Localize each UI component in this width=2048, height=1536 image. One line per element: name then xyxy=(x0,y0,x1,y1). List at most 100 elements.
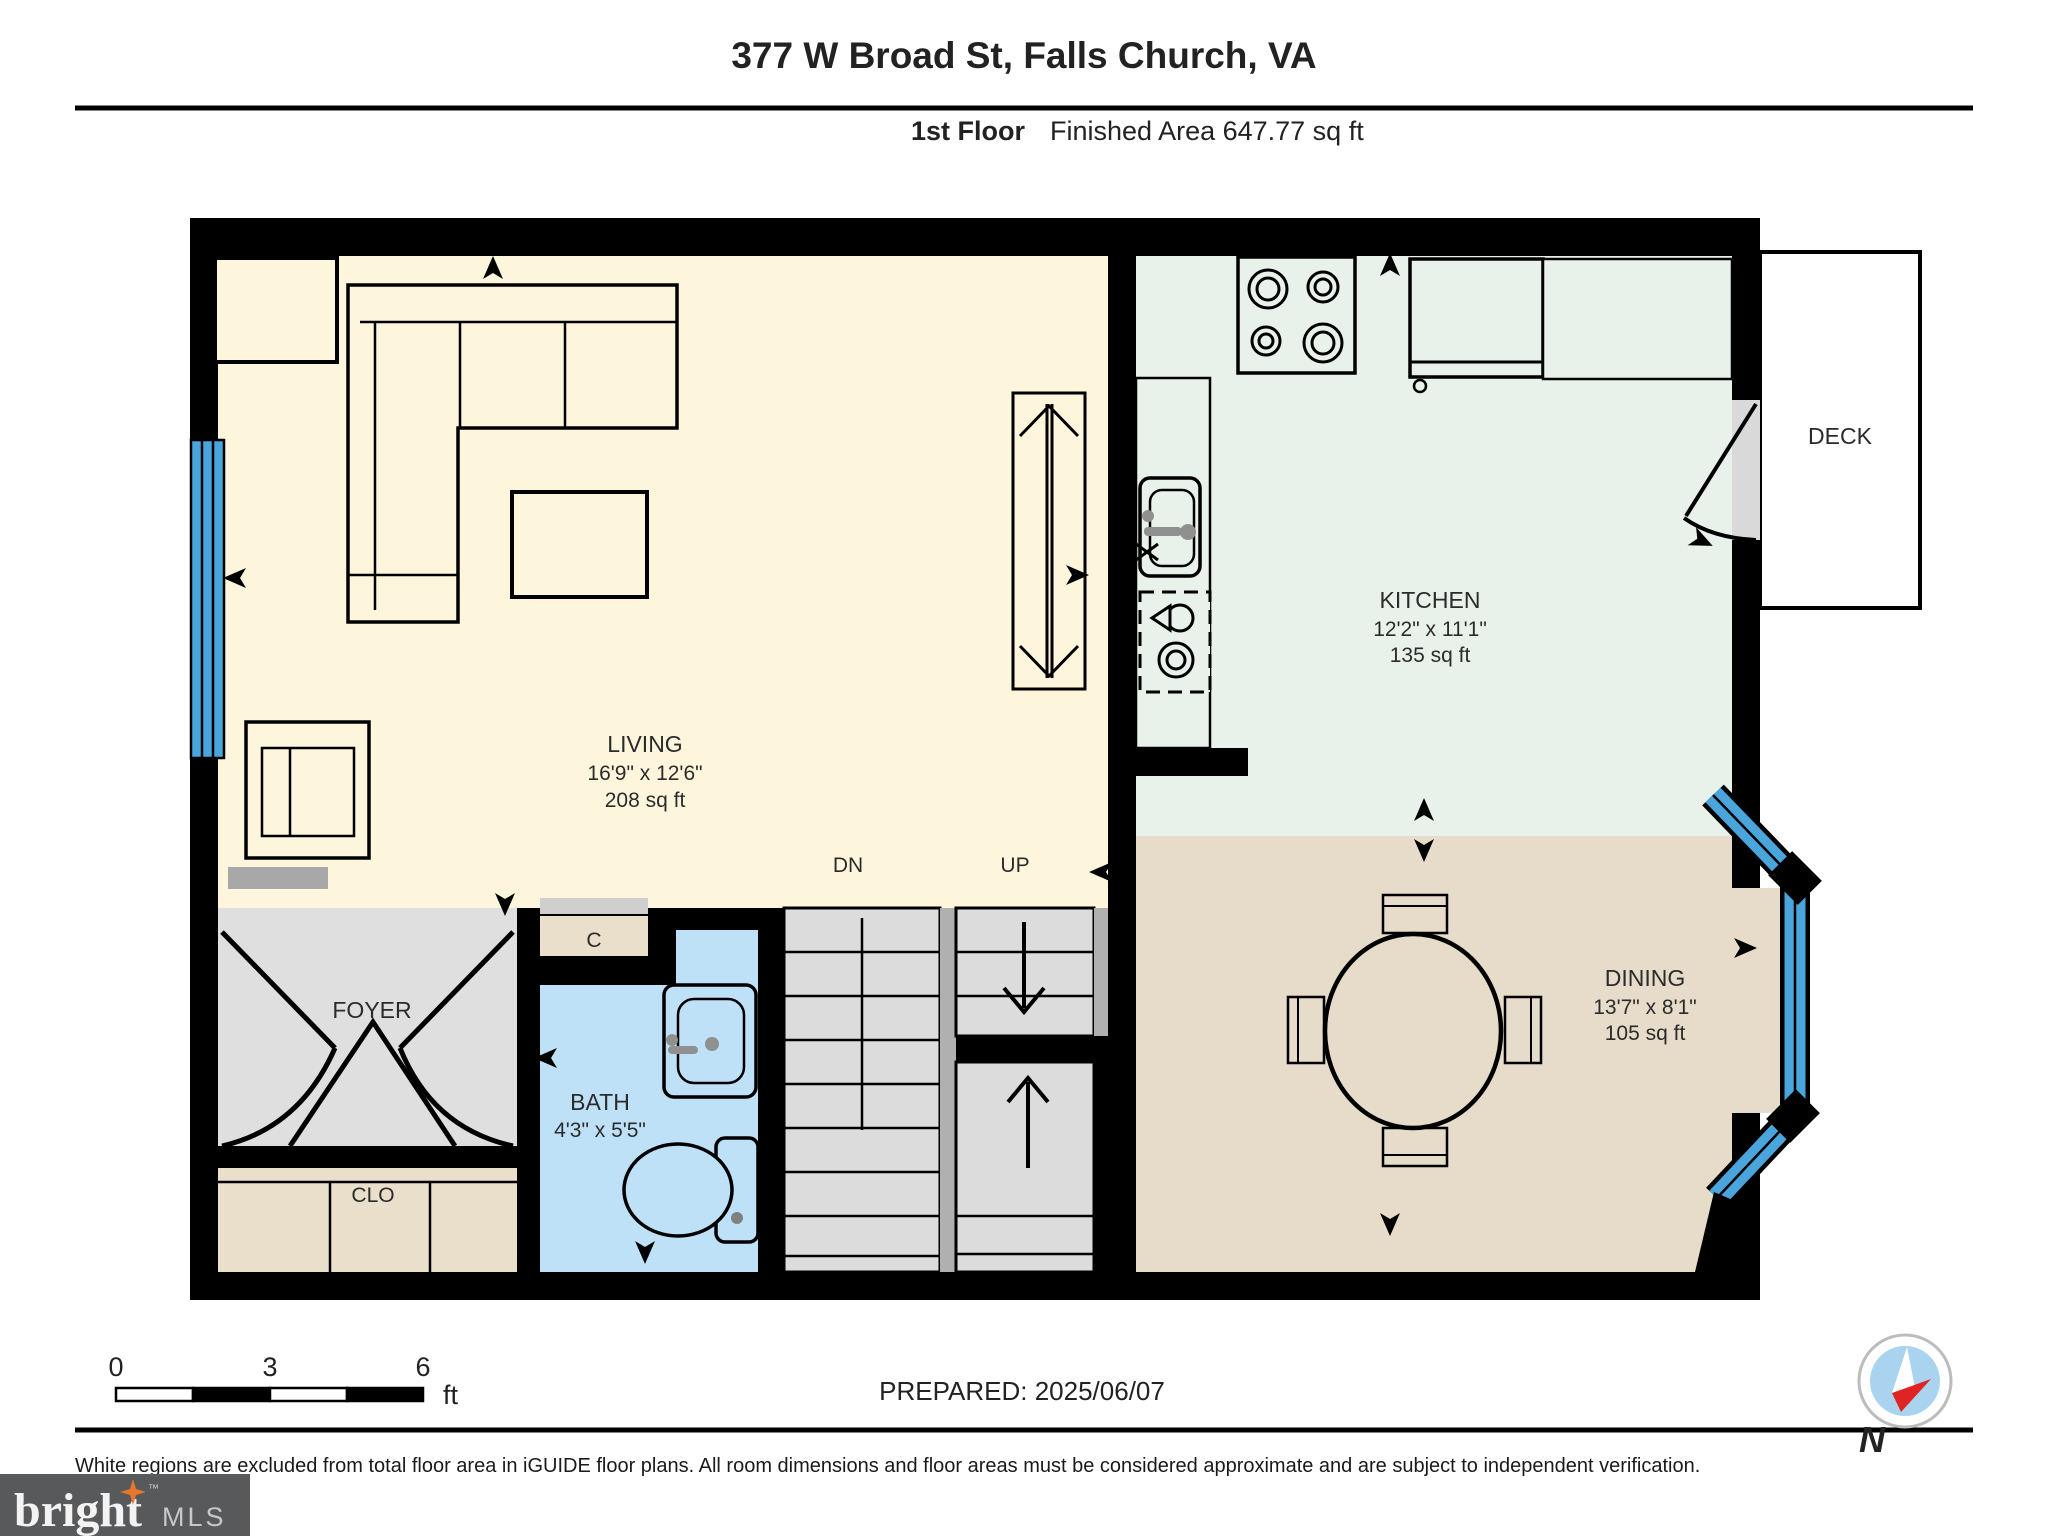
marker-arrow xyxy=(1414,839,1434,862)
room-labels: LIVING 16'9" x 12'6" 208 sq ft KITCHEN 1… xyxy=(332,587,1696,1207)
burner xyxy=(1255,276,1281,302)
burner xyxy=(1302,322,1344,364)
clo-dividers xyxy=(218,1180,517,1272)
stairs-edge-strip xyxy=(1094,908,1108,1036)
faucet-bar xyxy=(1144,527,1182,536)
scale-tick-6: 6 xyxy=(415,1352,430,1382)
clo-name: CLO xyxy=(351,1184,394,1207)
scale-tick-3: 3 xyxy=(262,1352,277,1382)
logo-trademark: ™ xyxy=(148,1483,159,1495)
armchair xyxy=(244,720,371,860)
marker-arrow xyxy=(1380,1213,1400,1236)
toilet-bowl xyxy=(622,1142,734,1238)
dining-bay-extension xyxy=(1732,888,1784,1113)
marker-arrow xyxy=(495,893,515,916)
floor-label: 1st Floor xyxy=(911,116,1026,146)
burner xyxy=(1250,325,1282,357)
scale-unit: ft xyxy=(443,1380,459,1410)
marker-arrow xyxy=(483,256,503,279)
marker-arrow xyxy=(534,1048,557,1068)
burner xyxy=(1313,277,1333,297)
marker-arrow xyxy=(1089,862,1112,882)
stairs-mid-wall xyxy=(956,1036,1108,1062)
scale-tick-0: 0 xyxy=(108,1352,123,1382)
console-shelf xyxy=(228,867,328,889)
drain xyxy=(1180,524,1196,540)
living-dims: 16'9" x 12'6" xyxy=(587,762,702,785)
faucet-knob xyxy=(1142,510,1154,522)
closet-c-name: C xyxy=(586,929,601,952)
deck-label: DECK xyxy=(1808,423,1873,449)
deck-outline xyxy=(1758,250,1922,610)
room-bath-floor-arm xyxy=(676,930,758,988)
chair xyxy=(1381,893,1449,935)
marker-arrow xyxy=(1066,565,1089,585)
disclaimer-text: White regions are excluded from total fl… xyxy=(75,1455,1700,1477)
page-title: 377 W Broad St, Falls Church, VA xyxy=(731,35,1316,76)
dining-table xyxy=(1322,931,1504,1131)
stairs-up-arrow xyxy=(1006,1074,1050,1168)
room-closet-c-floor xyxy=(540,916,648,956)
stairs-dn-label: DN xyxy=(833,854,863,877)
logo-mls-text: MLS xyxy=(162,1502,227,1532)
faucet xyxy=(666,1034,678,1046)
tv-cabinet xyxy=(213,256,339,364)
room-clo-floor xyxy=(218,1168,517,1272)
marker-arrow xyxy=(1380,253,1400,276)
window-living-left xyxy=(189,438,226,760)
bath-dims: 4'3" x 5'5" xyxy=(554,1119,646,1142)
coffee-table xyxy=(510,490,649,599)
burner xyxy=(1247,268,1289,310)
compass-icon xyxy=(1857,1333,1953,1429)
prepared-date: PREPARED: 2025/06/07 xyxy=(879,1376,1165,1406)
marker-arrow xyxy=(637,954,657,980)
kitchen-counter-right xyxy=(1541,257,1734,381)
kitchen-sink xyxy=(1135,476,1202,578)
chair xyxy=(1286,995,1326,1065)
marker-arrow xyxy=(1414,798,1434,821)
refrigerator xyxy=(1408,257,1545,394)
living-area: 208 sq ft xyxy=(605,789,686,812)
chair xyxy=(1503,995,1543,1065)
marker-arrow xyxy=(223,568,246,588)
living-name: LIVING xyxy=(607,731,682,757)
burner xyxy=(1257,332,1275,350)
burner xyxy=(1306,270,1340,304)
toilet xyxy=(622,1136,760,1244)
foyer-name: FOYER xyxy=(332,997,411,1023)
logo-star-icon xyxy=(120,1479,146,1505)
stairs-down-arrow xyxy=(1002,922,1046,1016)
deck-door-swing xyxy=(1682,402,1758,542)
compass-needle-white xyxy=(1892,1347,1915,1393)
drain xyxy=(705,1037,719,1051)
pass-through-cabinet xyxy=(1011,391,1087,691)
marker-arrow xyxy=(1734,938,1757,958)
faucet-star xyxy=(1135,542,1159,562)
stairs-divider xyxy=(940,908,956,1272)
kitchen-area: 135 sq ft xyxy=(1390,644,1471,667)
dining-area: 105 sq ft xyxy=(1605,1022,1686,1045)
bay-window-dining xyxy=(1680,784,1822,1300)
dining-dims: 13'7" x 8'1" xyxy=(1593,996,1697,1019)
logo-bright-text: bright xyxy=(14,1484,142,1536)
finished-area-label: Finished Area 647.77 sq ft xyxy=(1050,116,1364,146)
bay-corner-post-top xyxy=(1768,851,1822,905)
kitchen-dims: 12'2" x 11'1" xyxy=(1373,618,1487,641)
marker-arrow xyxy=(635,1241,655,1264)
bath-vanity xyxy=(662,983,758,1099)
chair xyxy=(1381,1126,1449,1168)
stairs-up-label: UP xyxy=(1000,854,1029,877)
marker-arrow xyxy=(1687,527,1713,546)
stairs-landing xyxy=(954,1060,1096,1274)
scale-bar: 0 3 6 ft xyxy=(108,1352,458,1410)
bay-corner-post-bottom xyxy=(1766,1089,1820,1143)
bath-name: BATH xyxy=(570,1089,630,1115)
teardrop xyxy=(1149,603,1172,633)
staircase xyxy=(782,906,1108,1274)
sectional-sofa xyxy=(346,283,679,624)
burner xyxy=(1310,330,1336,356)
stove xyxy=(1236,255,1357,375)
marker-arrows xyxy=(223,253,1757,1264)
